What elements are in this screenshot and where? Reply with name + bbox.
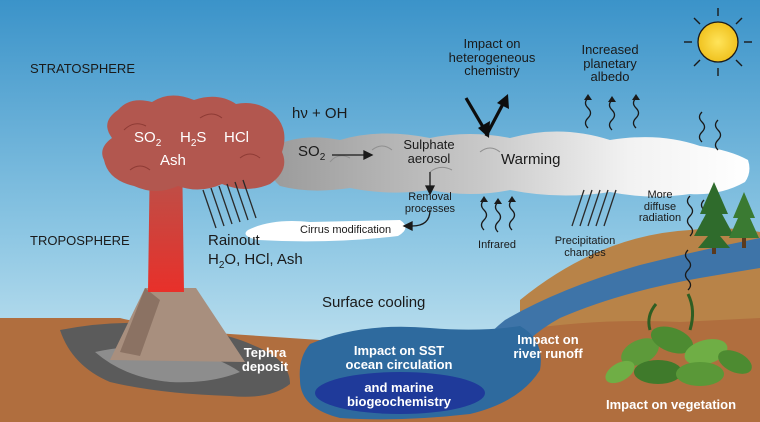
reaction-label: hν + OH	[292, 105, 348, 122]
cirrus-modification-label: Cirrus modification	[300, 224, 392, 236]
surface-cooling-label: Surface cooling	[322, 294, 426, 311]
troposphere-label: TROPOSPHERE	[30, 233, 130, 248]
volcanic-plume	[102, 95, 285, 191]
albedo-wave-arrows	[584, 97, 640, 131]
plume-hcl-label: HCl	[224, 129, 249, 146]
infrared-wave-arrows	[480, 199, 516, 233]
vegetation-plants	[605, 293, 752, 386]
rainout-streaks	[202, 179, 257, 229]
plume-so2-label: SO2	[134, 129, 162, 149]
sun-icon	[684, 8, 752, 76]
stratosphere-label: STRATOSPHERE	[30, 61, 135, 76]
tree-icon	[694, 182, 759, 254]
stratospheric-so2-label: SO2	[298, 143, 326, 163]
infrared-label: Infrared	[478, 239, 516, 251]
cirrus-cloud	[245, 220, 406, 242]
rainout-species-label: H2O, HCl, Ash	[208, 251, 303, 271]
marine-biogeochemistry-ellipse	[315, 372, 485, 414]
plume-ash-label: Ash	[160, 152, 186, 169]
warming-label: Warming	[501, 151, 561, 168]
vegetation-impact-label: Impact on vegetation	[606, 397, 737, 412]
heterogeneous-chemistry-arrows	[464, 94, 509, 138]
rainout-label: Rainout	[208, 232, 260, 249]
plume-h2s-label: H2S	[180, 129, 207, 149]
precipitation-streaks	[571, 189, 617, 227]
